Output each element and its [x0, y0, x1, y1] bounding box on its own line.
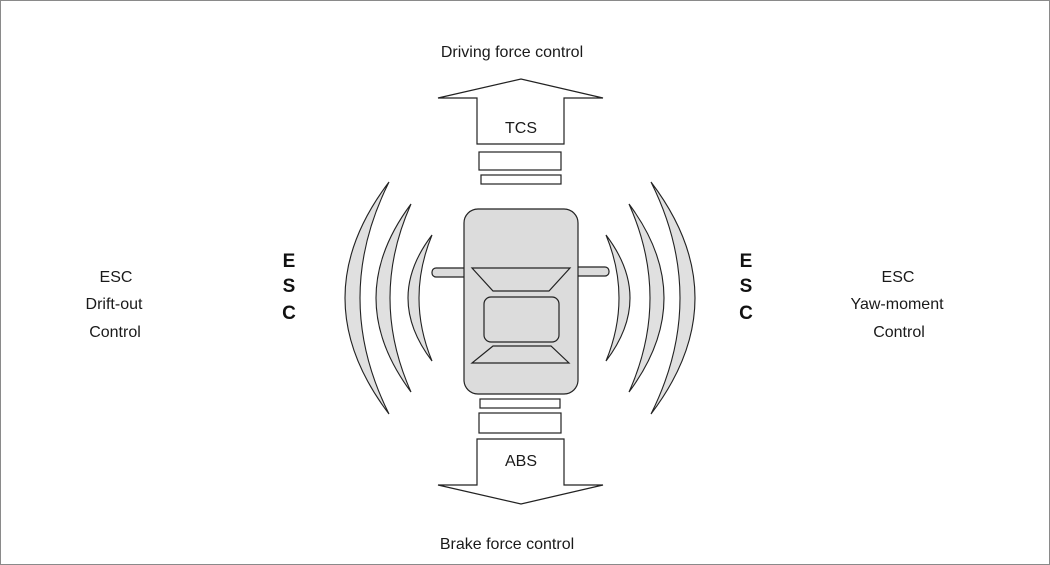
esc-right-letter-s: S [740, 276, 753, 297]
left-arc-inner [407, 234, 433, 362]
right-arc-inner [605, 234, 631, 362]
rear-window [470, 345, 571, 364]
left-text-line1: ESC [100, 269, 133, 286]
car-roof [483, 296, 560, 343]
left-arc-outer [344, 181, 390, 415]
car [431, 208, 610, 395]
right-text-line3: Control [873, 324, 925, 341]
abs-bar-small [479, 398, 561, 409]
tcs-bar-large [478, 151, 562, 171]
esc-right-letter-e: E [740, 251, 753, 272]
right-text-line2: Yaw-moment [850, 296, 944, 313]
left-text-line3: Control [89, 324, 141, 341]
esc-right-letter-c: C [739, 303, 753, 324]
abs-bar-large [478, 412, 562, 434]
abs-arrow [437, 438, 604, 505]
windshield [470, 267, 572, 292]
tcs-bar-small [480, 174, 562, 185]
right-text-line1: ESC [882, 269, 915, 286]
left-arc-middle [375, 203, 412, 393]
esc-left-letter-e: E [283, 251, 296, 272]
left-text-line2: Drift-out [86, 296, 143, 313]
abs-label: ABS [505, 453, 537, 470]
esc-left-letter-c: C [282, 303, 296, 324]
esc-left-letter-s: S [283, 276, 296, 297]
driving-force-label: Driving force control [441, 44, 583, 61]
brake-force-label: Brake force control [440, 536, 574, 553]
tcs-arrow [437, 78, 604, 145]
right-arc-outer [650, 181, 696, 415]
tcs-label: TCS [505, 120, 537, 137]
right-arc-middle [628, 203, 665, 393]
